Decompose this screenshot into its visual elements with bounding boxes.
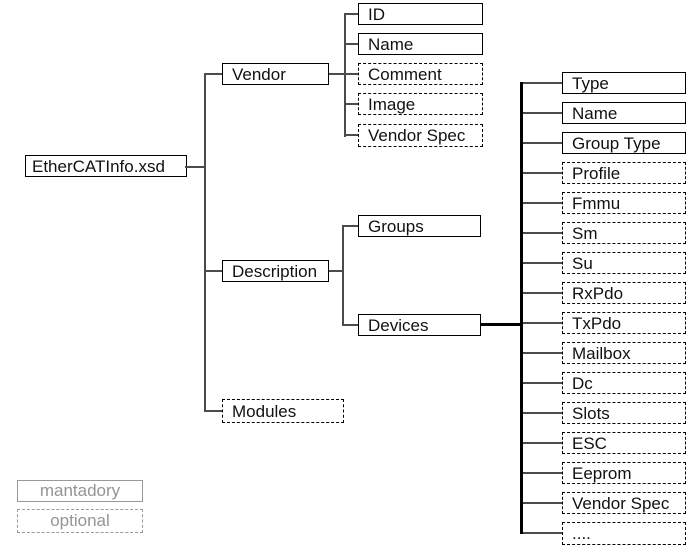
- node-device-name: Name: [562, 102, 686, 124]
- connector-stub-comment: [346, 73, 358, 75]
- connector-stub-ellipsis: [523, 532, 562, 534]
- node-mailbox: Mailbox: [562, 342, 686, 364]
- connector-stub-eeprom: [523, 472, 562, 474]
- connector-description-spine: [342, 225, 344, 326]
- connector-stub-txpdo: [523, 322, 562, 324]
- connector-stub-devices: [344, 324, 358, 326]
- node-profile: Profile: [562, 162, 686, 184]
- legend-optional: optional: [17, 509, 143, 533]
- connector-stub-fmmu: [523, 202, 562, 204]
- connector-vendor-out: [329, 73, 345, 75]
- node-eeprom: Eeprom: [562, 462, 686, 484]
- connector-stub-mailbox: [523, 352, 562, 354]
- node-devices: Devices: [358, 314, 481, 336]
- connector-right-spine: [520, 82, 523, 534]
- node-type: Type: [562, 72, 686, 94]
- node-image: Image: [358, 93, 483, 115]
- node-rxpdo: RxPdo: [562, 282, 686, 304]
- node-dc: Dc: [562, 372, 686, 394]
- node-fmmu: Fmmu: [562, 192, 686, 214]
- connector-stub-device-name: [523, 112, 562, 114]
- connector-stub-groups: [344, 225, 358, 227]
- node-txpdo: TxPdo: [562, 312, 686, 334]
- connector-stub-su: [523, 262, 562, 264]
- node-device-vendor-spec: Vendor Spec: [562, 492, 686, 514]
- connector-stub-description: [206, 270, 222, 272]
- node-su: Su: [562, 252, 686, 274]
- node-comment: Comment: [358, 63, 483, 85]
- node-vendor-name: Name: [358, 33, 483, 55]
- connector-description-out: [329, 270, 343, 272]
- connector-stub-group-type: [523, 142, 562, 144]
- node-esc: ESC: [562, 432, 686, 454]
- node-ethercatinfo-xsd: EtherCATInfo.xsd: [25, 155, 187, 177]
- connector-stub-sm: [523, 232, 562, 234]
- connector-stub-id: [346, 13, 358, 15]
- connector-stub-slots: [523, 412, 562, 414]
- node-id: ID: [358, 3, 483, 25]
- connector-stub-esc: [523, 442, 562, 444]
- connector-stub-dc: [523, 382, 562, 384]
- node-slots: Slots: [562, 402, 686, 424]
- connector-vendor-spine: [344, 13, 346, 137]
- node-groups: Groups: [358, 215, 481, 237]
- connector-stub-modules: [206, 410, 222, 412]
- connector-stub-name: [346, 43, 358, 45]
- connector-stub-vendor: [206, 73, 222, 75]
- connector-stub-profile: [523, 172, 562, 174]
- legend-mandatory: mantadory: [17, 480, 143, 502]
- node-modules: Modules: [222, 399, 344, 423]
- node-group-type: Group Type: [562, 132, 686, 154]
- node-ellipsis: ....: [562, 522, 686, 545]
- connector-stub-device-vendor-spec: [523, 502, 562, 504]
- node-description: Description: [222, 260, 329, 282]
- node-vendor-spec: Vendor Spec: [358, 124, 483, 147]
- node-vendor: Vendor: [222, 63, 329, 85]
- connector-devices-trunk: [481, 323, 522, 326]
- connector-left-spine: [204, 73, 206, 412]
- connector-stub-vendor-spec: [346, 134, 358, 136]
- connector-stub-image: [346, 103, 358, 105]
- connector-stub-type: [523, 82, 562, 84]
- connector-stub-rxpdo: [523, 292, 562, 294]
- node-sm: Sm: [562, 222, 686, 244]
- connector-root-out: [185, 166, 205, 168]
